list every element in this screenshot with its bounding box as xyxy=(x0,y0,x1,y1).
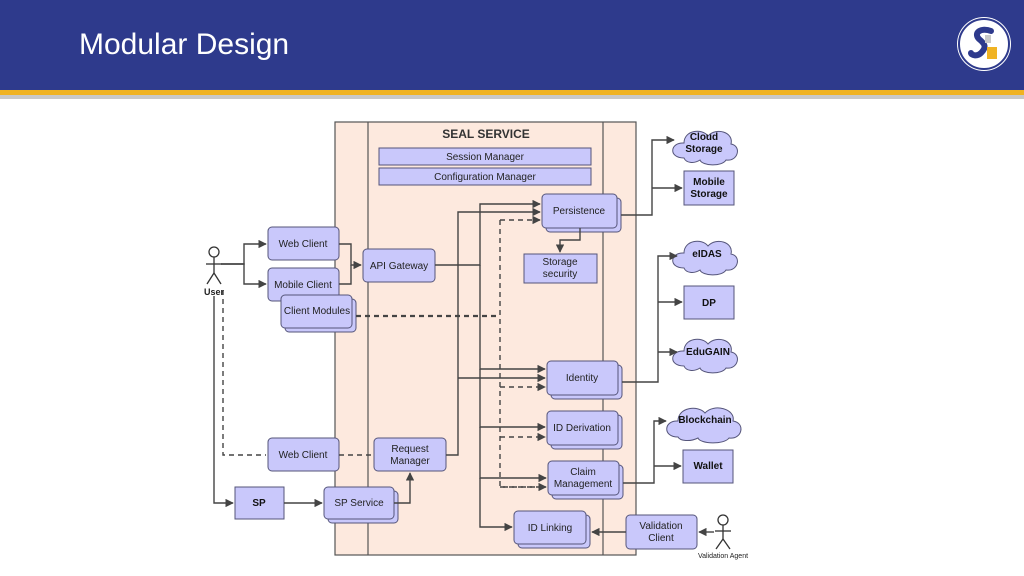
dp-box: DP xyxy=(683,285,735,320)
accent-stripe xyxy=(0,90,1024,95)
wallet-box: Wallet xyxy=(682,449,734,484)
validation-agent-icon xyxy=(715,514,731,550)
dp-label: DP xyxy=(702,298,716,309)
blockchain-cloud: Blockchain xyxy=(666,407,742,444)
container-title: SEAL SERVICE xyxy=(442,127,530,141)
web-client-bottom-box: Web Client xyxy=(267,437,340,472)
wallet-label: Wallet xyxy=(693,461,723,472)
cloud-storage-label-2: Storage xyxy=(685,144,723,155)
validation-client-label-2: Client xyxy=(648,533,674,544)
logo-icon xyxy=(957,17,1011,71)
identity-label: Identity xyxy=(566,373,598,384)
request-manager-label-2: Manager xyxy=(390,456,430,467)
storage-security-label-1: Storage xyxy=(542,257,577,268)
edugain-label: EduGAIN xyxy=(686,347,730,358)
web-client-top-label: Web Client xyxy=(279,239,328,250)
validation-agent-label: Validation Agent xyxy=(698,553,748,560)
user-label: User xyxy=(204,287,225,297)
sp-box: SP xyxy=(234,486,285,520)
eidas-label: eIDAS xyxy=(692,249,722,260)
configuration-manager-box: Configuration Manager xyxy=(378,167,592,186)
mobile-client-label: Mobile Client xyxy=(274,280,332,291)
api-gateway-label: API Gateway xyxy=(370,261,428,272)
client-modules-label: Client Modules xyxy=(284,306,350,317)
mobile-storage-label-1: Mobile xyxy=(693,177,725,188)
validation-client-label-1: Validation xyxy=(639,521,682,532)
claim-management-label-1: Claim xyxy=(570,467,596,478)
id-derivation-label: ID Derivation xyxy=(553,423,611,434)
mobile-storage-label-2: Storage xyxy=(690,189,728,200)
storage-security-label-2: security xyxy=(543,269,577,280)
cloud-storage-cloud: Cloud Storage xyxy=(672,130,738,166)
id-linking-box: ID Linking xyxy=(513,510,591,549)
session-manager-box: Session Manager xyxy=(378,147,592,166)
divider-stripe xyxy=(0,95,1024,99)
request-manager-box: Request Manager xyxy=(373,437,447,472)
claim-management-label-2: Management xyxy=(554,479,613,490)
sp-label: SP xyxy=(252,498,266,509)
id-derivation-box: ID Derivation xyxy=(546,410,623,450)
diagram-connectors xyxy=(213,135,714,537)
edugain-cloud: EduGAIN xyxy=(672,338,738,374)
sp-service-box: SP Service xyxy=(323,486,399,524)
claim-management-box: Claim Management xyxy=(547,460,624,500)
validation-client-box: Validation Client xyxy=(625,514,698,550)
session-manager-label: Session Manager xyxy=(446,152,524,163)
slide-title: Modular Design xyxy=(79,28,290,61)
diagram-dashed-connectors xyxy=(222,215,547,492)
id-linking-label: ID Linking xyxy=(528,523,572,534)
slide-header xyxy=(0,0,1024,90)
client-modules-box: Client Modules xyxy=(280,294,357,333)
persistence-box: Persistence xyxy=(541,193,622,233)
request-manager-label-1: Request xyxy=(391,444,428,455)
eidas-cloud: eIDAS xyxy=(672,240,738,276)
storage-security-box: Storage security xyxy=(523,253,598,284)
api-gateway-box: API Gateway xyxy=(362,248,436,283)
configuration-manager-label: Configuration Manager xyxy=(434,172,536,183)
identity-box: Identity xyxy=(546,360,623,400)
sp-service-label: SP Service xyxy=(334,498,384,509)
web-client-top-box: Web Client xyxy=(267,226,340,261)
web-client-bottom-label: Web Client xyxy=(279,450,328,461)
mobile-storage-box: Mobile Storage xyxy=(683,170,735,206)
persistence-label: Persistence xyxy=(553,206,606,217)
blockchain-label: Blockchain xyxy=(678,415,731,426)
cloud-storage-label-1: Cloud xyxy=(690,132,718,143)
user-actor-icon xyxy=(206,246,222,285)
